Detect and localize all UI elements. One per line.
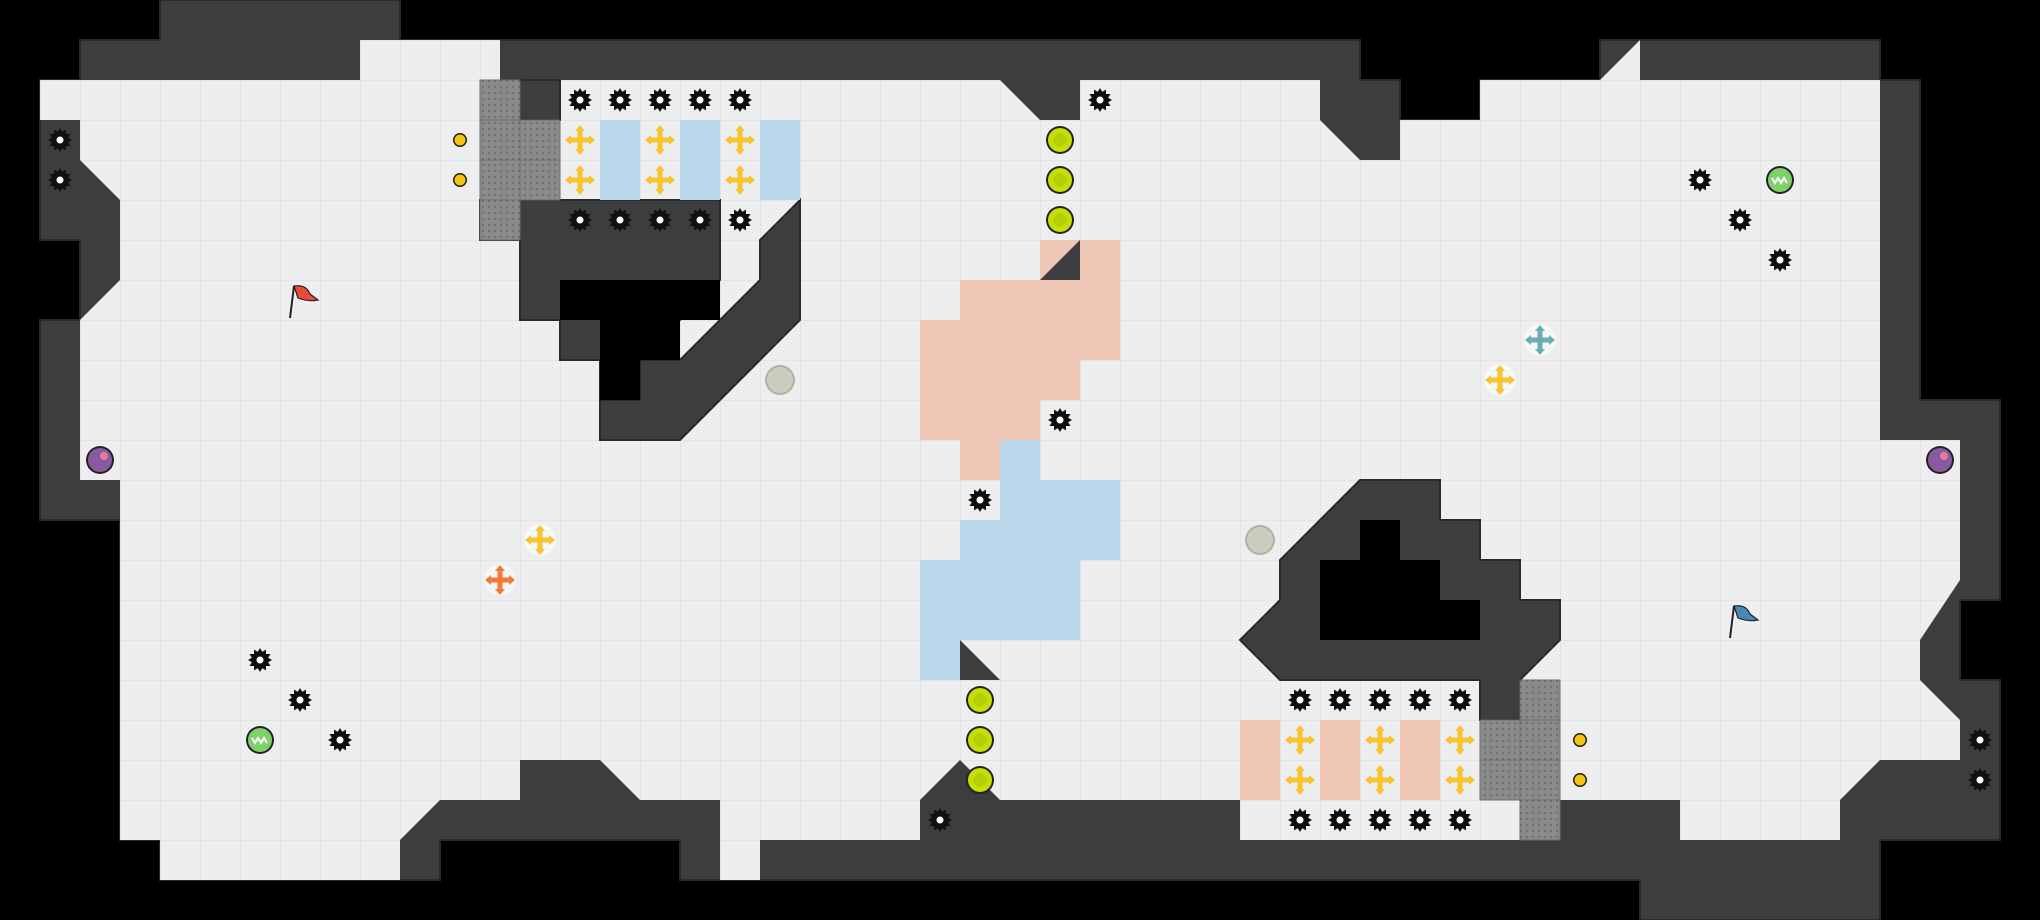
saw-blade-icon xyxy=(1728,208,1752,232)
saw-blade-icon xyxy=(1408,808,1432,832)
saw-blade-icon xyxy=(1288,808,1312,832)
saw-blade-icon xyxy=(568,88,592,112)
portal-orb-icon xyxy=(86,446,114,474)
saw-blade-icon xyxy=(608,88,632,112)
coin-icon xyxy=(453,173,467,187)
green-orb-icon xyxy=(1046,206,1074,234)
spring-bouncer-icon xyxy=(1766,166,1794,194)
saw-blade-icon xyxy=(968,488,992,512)
saw-blade-icon xyxy=(728,88,752,112)
pressure-plate-icon xyxy=(765,365,795,395)
green-orb-icon xyxy=(966,766,994,794)
four-arrow-cross-icon xyxy=(565,165,595,195)
saw-blade-icon xyxy=(568,208,592,232)
saw-blade-icon xyxy=(688,88,712,112)
color-zones xyxy=(600,120,1440,800)
saw-blade-icon xyxy=(1368,808,1392,832)
four-arrow-cross-icon xyxy=(484,564,516,596)
four-arrow-cross-icon xyxy=(645,165,675,195)
saw-blade-icon xyxy=(1328,808,1352,832)
saw-blade-icon xyxy=(688,208,712,232)
saw-blade-icon xyxy=(1448,688,1472,712)
saw-blade-icon xyxy=(1408,688,1432,712)
saw-blade-icon xyxy=(928,808,952,832)
spring-bouncer-icon xyxy=(246,726,274,754)
green-orb-icon xyxy=(966,726,994,754)
saw-blade-icon xyxy=(1288,688,1312,712)
four-arrow-cross-icon xyxy=(1445,765,1475,795)
green-orb-icon xyxy=(966,686,994,714)
metal-grates xyxy=(479,79,1561,841)
four-arrow-cross-icon xyxy=(1445,725,1475,755)
four-arrow-cross-icon xyxy=(645,125,675,155)
saw-blade-icon xyxy=(648,88,672,112)
flag-icon xyxy=(1729,605,1760,639)
saw-blade-icon xyxy=(728,208,752,232)
flag-icon xyxy=(289,285,320,319)
saw-blade-icon xyxy=(48,128,72,152)
saw-blade-icon xyxy=(1968,768,1992,792)
four-arrow-cross-icon xyxy=(1285,765,1315,795)
four-arrow-cross-icon xyxy=(1365,725,1395,755)
saw-blade-icon xyxy=(1368,688,1392,712)
coin-icon xyxy=(1573,773,1587,787)
saw-blade-icon xyxy=(1968,728,1992,752)
portal-orb-icon xyxy=(1926,446,1954,474)
saw-blade-icon xyxy=(1088,88,1112,112)
saw-blade-icon xyxy=(1328,688,1352,712)
saw-blade-icon xyxy=(1048,408,1072,432)
four-arrow-cross-icon xyxy=(1484,364,1516,396)
four-arrow-cross-icon xyxy=(1524,324,1556,356)
pressure-plate-icon xyxy=(1245,525,1275,555)
saw-blade-icon xyxy=(648,208,672,232)
four-arrow-cross-icon xyxy=(1365,765,1395,795)
green-orb-icon xyxy=(1046,166,1074,194)
saw-blade-icon xyxy=(48,168,72,192)
saw-blade-icon xyxy=(248,648,272,672)
coin-icon xyxy=(453,133,467,147)
saw-blade-icon xyxy=(288,688,312,712)
entities xyxy=(48,88,1992,832)
green-orb-icon xyxy=(1046,126,1074,154)
saw-blade-icon xyxy=(1688,168,1712,192)
four-arrow-cross-icon xyxy=(725,125,755,155)
four-arrow-cross-icon xyxy=(1285,725,1315,755)
four-arrow-cross-icon xyxy=(524,524,556,556)
saw-blade-icon xyxy=(1768,248,1792,272)
saw-blade-icon xyxy=(608,208,632,232)
saw-blade-icon xyxy=(328,728,352,752)
four-arrow-cross-icon xyxy=(725,165,755,195)
saw-blade-icon xyxy=(1448,808,1472,832)
coin-icon xyxy=(1573,733,1587,747)
four-arrow-cross-icon xyxy=(565,125,595,155)
